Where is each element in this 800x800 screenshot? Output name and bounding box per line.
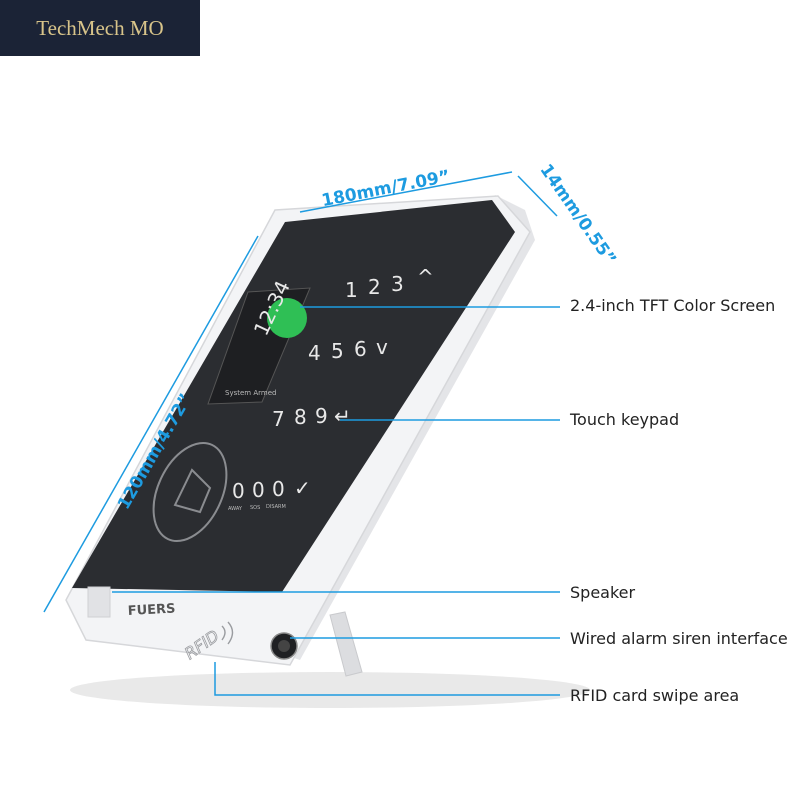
key-away[interactable]: 0 [232,479,245,503]
screen-status-text: System Armed [225,389,276,397]
height-dimension-line [43,235,259,613]
key-2[interactable]: 2 [368,275,381,299]
width-dimension-line [299,171,513,213]
watermark-text: TechMech MO [36,15,164,40]
touch-keypad[interactable]: 1 2 3 ^ 4 5 6 v 7 8 9 ↵ 0 0 0 ✓ AWAY SOS… [228,265,434,512]
device-stand [329,611,363,677]
key-1[interactable]: 1 [345,278,358,302]
watermark-badge: TechMech MO [0,0,200,56]
speaker-callout-label: Speaker [570,583,636,602]
key-5[interactable]: 5 [331,339,344,363]
key-9[interactable]: 9 [315,404,328,428]
key-enter[interactable]: ↵ [334,404,351,428]
key-3[interactable]: 3 [391,272,404,296]
speaker-grille [87,586,111,618]
screen-callout-label: 2.4-inch TFT Color Screen [570,296,776,315]
key-7[interactable]: 7 [272,407,285,431]
screen-status-circle [267,298,307,338]
depth-dimension-line [517,175,558,217]
home-icon[interactable] [139,431,241,552]
key-sos[interactable]: 0 [252,478,265,502]
rfid-callout-line [214,662,560,696]
key-up[interactable]: ^ [417,265,434,289]
keypad-callout-label: Touch keypad [570,410,680,429]
key-sublabel-away: AWAY [228,506,243,512]
key-8[interactable]: 8 [294,405,307,429]
key-4[interactable]: 4 [308,341,321,365]
key-confirm[interactable]: ✓ [294,476,311,500]
device-glass-panel [72,200,515,592]
brand-logo: FUERS [127,602,175,619]
siren-jack-hole [278,640,290,652]
rfid-wave-icon [221,621,234,645]
key-sublabel-disarm: DISARM [266,504,286,510]
device-shadow [70,672,590,708]
key-disarm[interactable]: 0 [272,477,285,501]
key-sublabel-sos: SOS [250,505,260,511]
depth-dimension-label: 14mm/0.55” [535,161,619,269]
siren-callout-label: Wired alarm siren interface [570,629,788,648]
key-down[interactable]: v [376,335,388,359]
rfid-callout-label: RFID card swipe area [570,686,740,705]
key-6[interactable]: 6 [354,337,367,361]
